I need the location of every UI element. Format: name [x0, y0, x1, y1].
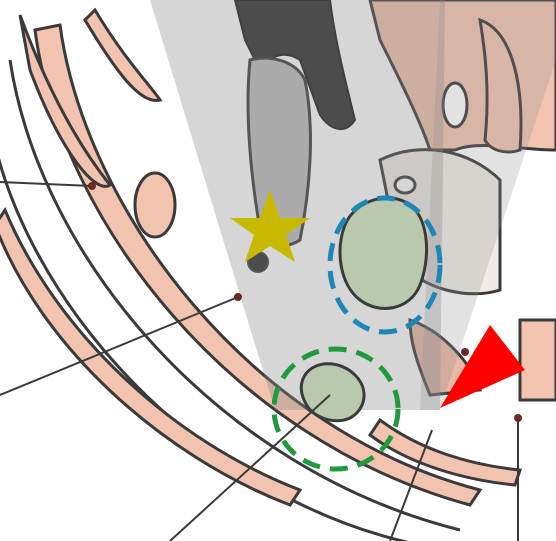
upper-nodule [340, 198, 427, 308]
leader-dot-3 [461, 348, 469, 356]
right-edge-tissue [520, 320, 556, 400]
leader-dot-1 [88, 182, 96, 190]
leader-dot-4 [514, 414, 522, 422]
leader-dot-2 [234, 293, 242, 301]
small-oval [135, 173, 175, 237]
